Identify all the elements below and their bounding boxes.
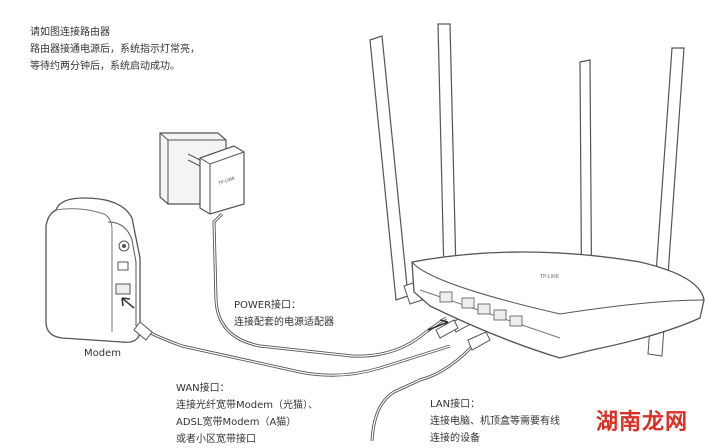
router-brand: TP-LINK <box>539 274 560 280</box>
power-adapter: TP-LINK <box>187 145 245 215</box>
lan-title: LAN接口： <box>430 399 481 410</box>
wan-port-label: WAN接口： 连接光纤宽带Modem（光猫）、 ADSL宽带Modem（A猫） … <box>176 380 318 448</box>
router-device: TP-LINK <box>411 251 705 359</box>
wan-title: WAN接口： <box>176 383 230 394</box>
lan-desc: 连接的设备 <box>430 433 480 444</box>
watermark: 湖南龙网 <box>596 410 689 435</box>
power-desc: 连接配套的电源适配器 <box>234 317 334 328</box>
power-title: POWER接口： <box>234 300 302 311</box>
wan-desc: ADSL宽带Modem（A猫） <box>176 417 297 428</box>
modem-device <box>45 197 141 343</box>
lan-desc: 连接电脑、机顶盒等需要有线 <box>430 416 560 427</box>
modem-label: Modem <box>84 348 121 359</box>
power-port-label: POWER接口： 连接配套的电源适配器 <box>234 297 334 331</box>
lan-port-label: LAN接口： 连接电脑、机顶盒等需要有线 连接的设备 <box>430 396 560 447</box>
intro-line: 等待约两分钟后，系统启动成功。 <box>30 61 180 72</box>
intro-text: 请如图连接路由器 路由器接通电源后，系统指示灯常亮， 等待约两分钟后，系统启动成… <box>30 24 200 75</box>
modem-arrow-icon <box>121 297 135 309</box>
intro-line: 路由器接通电源后，系统指示灯常亮， <box>30 44 200 55</box>
wan-cable <box>139 326 451 377</box>
wan-desc: 连接光纤宽带Modem（光猫）、 <box>176 400 318 411</box>
wan-desc: 或者小区宽带接口 <box>176 434 256 445</box>
intro-line: 请如图连接路由器 <box>30 27 110 38</box>
